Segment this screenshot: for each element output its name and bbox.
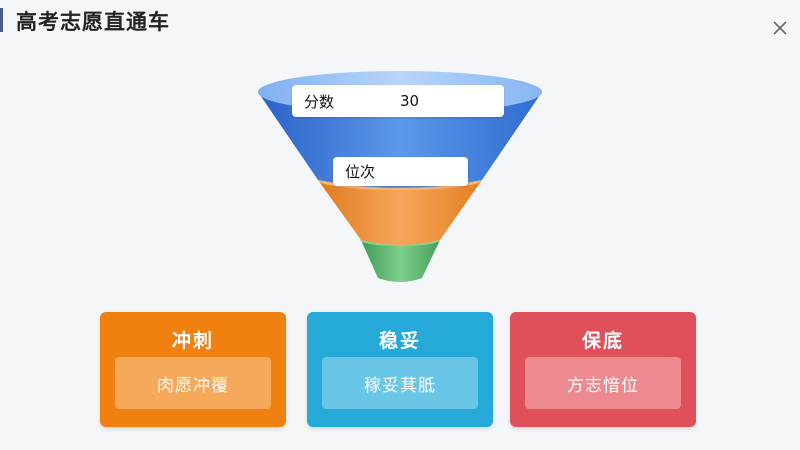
safety-card[interactable]: 保底 方志愔位 [510,312,696,427]
score-value: 30 [400,92,420,110]
rank-label: 位次 [345,163,376,181]
match-card[interactable]: 稳妥 稼妥萁胝 [307,312,493,427]
reach-card[interactable]: 冲刺 肉愿冲覆 [100,312,286,427]
funnel-bottom-segment [361,240,440,282]
match-card-title: 稳妥 [378,330,421,352]
reach-card-button[interactable]: 肉愿冲覆 [115,357,271,409]
close-icon[interactable] [770,18,790,38]
funnel-graphic [258,71,542,282]
score-field[interactable]: 分数 30 [292,85,504,117]
funnel-middle-segment [318,180,482,245]
page-title: 高考志愿直通车 [16,10,170,34]
safety-card-title: 保底 [581,330,624,352]
safety-card-button[interactable]: 方志愔位 [525,357,681,409]
title-accent-bar [0,8,3,32]
match-card-button[interactable]: 稼妥萁胝 [322,357,478,409]
header: 高考志愿直通车 [0,0,800,48]
reach-card-title: 冲刺 [171,330,214,352]
rank-field[interactable]: 位次 [333,157,468,186]
score-label: 分数 [304,92,335,111]
